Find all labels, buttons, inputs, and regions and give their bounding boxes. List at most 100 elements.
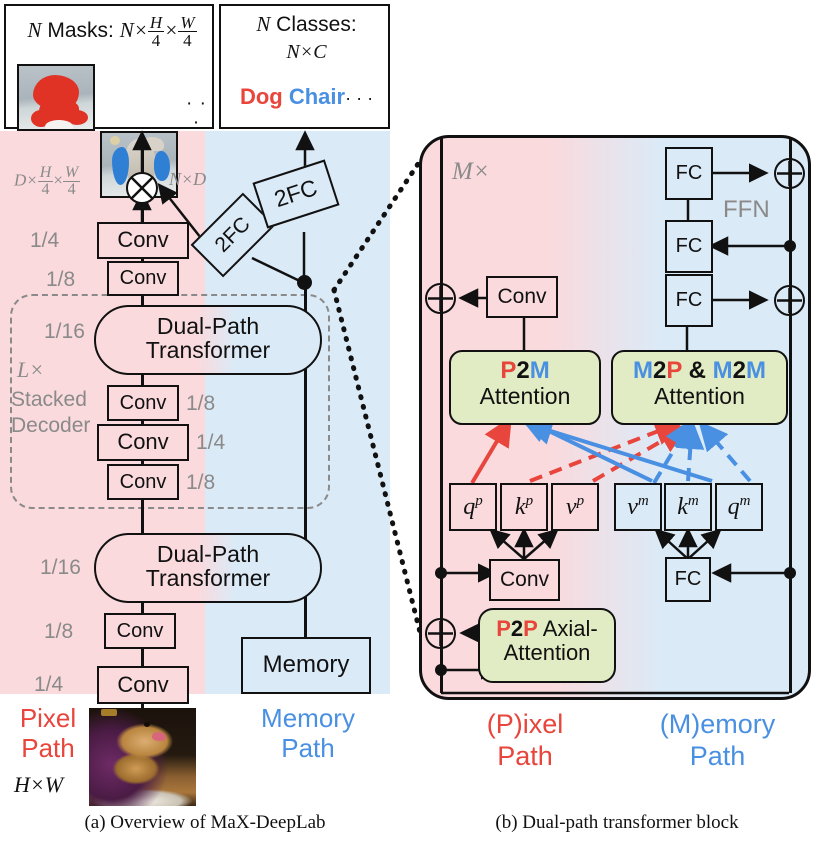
memory-path-label-line1: Memory <box>261 703 355 733</box>
m2pm-amp: & <box>681 357 713 384</box>
m2m-token-m2: M <box>745 357 766 384</box>
conv-1-8-top-label: Conv <box>119 267 167 290</box>
dual-path-transformer-upper-line2: Transformer <box>145 337 271 364</box>
memory-path-label-line2: Path <box>281 732 335 763</box>
scale-dec-1-4: 1/4 <box>196 431 226 454</box>
conv-qkv-label: Conv <box>499 568 550 592</box>
input-resolution-label: H×W <box>14 772 64 797</box>
classes-title-label: Classes: <box>270 13 357 36</box>
feature-frac2-num: W <box>62 164 81 182</box>
fc-ffn-bottom: FC <box>665 220 713 273</box>
dual-path-transformer-lower: Dual-Path Transformer <box>94 533 322 603</box>
residual-add-pixel-upper <box>425 283 456 314</box>
p2p-token-2: 2 <box>510 616 524 641</box>
p2p-rest: Axial- <box>537 616 598 641</box>
masks-title-n: N <box>27 18 42 43</box>
scale-1-16-lower: 1/16 <box>40 556 81 579</box>
masks-frac1-den: 4 <box>151 31 161 50</box>
masks-frac2-num: W <box>178 13 197 32</box>
p2p-attention-label: Attention <box>503 640 591 666</box>
m2p-token-m: M <box>633 357 654 384</box>
qkv-memory-k: km <box>664 483 712 531</box>
masks-shape-n: N× <box>119 18 148 43</box>
stacked-decoder-repeat: L× <box>17 357 45 382</box>
masks-ellipsis: · · · <box>186 93 207 134</box>
panel-b-memory-path-label: (M)emory Path <box>620 709 815 773</box>
pixel-rest: )ixel <box>513 709 564 739</box>
conv-1-4-top: Conv <box>97 222 189 259</box>
classes-title: N Classes: <box>221 12 392 36</box>
panel-b-pixel-path-line2: Path <box>497 740 553 771</box>
input-image-detail <box>89 708 196 806</box>
dual-path-transformer-lower-line2: Transformer <box>145 565 271 592</box>
feature-frac1-den: 4 <box>41 181 50 198</box>
qkv-memory-q-letter: q <box>727 494 740 521</box>
masks-title: N Masks: N× H 4 × W 4 <box>13 14 211 54</box>
panel-b-pixel-path-label: (P)ixel Path <box>440 709 610 773</box>
pixel-spine-dot-p2p <box>435 664 447 676</box>
conv-dec-1-8-label: Conv <box>119 391 167 414</box>
classes-output-box: N Classes: N×C Dog Chair· · · <box>219 4 390 129</box>
class-label-chair: Chair <box>288 84 346 109</box>
qkv-pixel-v: vp <box>551 483 599 531</box>
memory-spine-dot-ffn <box>784 240 796 252</box>
pixel-paren-open: ( <box>486 709 496 739</box>
memory-spine-dot-qkv <box>784 567 796 579</box>
memory-path-label: Memory Path <box>228 703 388 764</box>
pixel-path-label: Pixel Path <box>8 703 88 764</box>
class-label-dog: Dog <box>239 84 283 109</box>
conv-enc-1-8: Conv <box>104 613 176 649</box>
m2p-token-2: 2 <box>653 357 667 384</box>
qkv-pixel-k-letter: k <box>514 494 526 521</box>
feature-frac2-den: 4 <box>67 181 76 198</box>
qkv-memory-q: qm <box>715 483 763 531</box>
scale-1-16-upper: 1/16 <box>44 320 85 343</box>
memory-letter-m: M <box>668 709 692 739</box>
qkv-pixel-v-sup: p <box>576 493 585 510</box>
fc-ffn-bottom-label: FC <box>675 235 703 258</box>
panel-b-repeat: M× <box>452 158 490 185</box>
classes-title-n: N <box>256 12 271 36</box>
qkv-pixel-k: kp <box>500 483 548 531</box>
m2p-m2m-attention-label: Attention <box>654 383 745 410</box>
conv-1-4-top-label: Conv <box>117 227 169 253</box>
masks-title-label: Masks: <box>41 19 120 43</box>
panel-b-pixel-path-line1: (P)ixel <box>440 709 610 741</box>
classes-ellipsis: · · · <box>345 88 374 108</box>
p2m-token-m: M <box>529 357 550 384</box>
m2m-token-m1: M <box>712 357 733 384</box>
fc-ffn-top: FC <box>665 147 713 200</box>
dual-path-transformer-upper-line1: Dual-Path <box>156 313 260 339</box>
p2m-attention-label: Attention <box>479 383 571 410</box>
fc-qkv-projection: FC <box>665 557 711 602</box>
conv-enc-1-4-label: Conv <box>117 671 169 697</box>
qkv-pixel-q-sup: p <box>475 493 483 510</box>
residual-add-memory-upper <box>774 158 805 189</box>
memory-paren-open: ( <box>659 709 669 739</box>
m2m-token-2: 2 <box>732 357 746 384</box>
fc-2fc-upper-label: 2FC <box>271 174 321 213</box>
pixel-path-label-line1: Pixel <box>19 703 77 733</box>
qkv-memory-v-sup: m <box>637 493 649 510</box>
p2m-attention-block: P2M Attention <box>449 350 601 425</box>
conv-dec-1-4: Conv <box>97 424 189 461</box>
panel-b-memory-spine <box>789 138 792 693</box>
qkv-pixel-k-sup: p <box>525 493 534 510</box>
qkv-memory-k-letter: k <box>677 494 688 521</box>
memory-block-label: Memory <box>262 651 350 679</box>
scale-1-4-top: 1/4 <box>30 229 60 252</box>
fc-attention-out: FC <box>665 274 713 327</box>
conv-qkv-projection: Conv <box>489 559 560 601</box>
residual-add-memory-lower <box>774 285 805 316</box>
conv-enc-1-4: Conv <box>97 666 189 704</box>
pixel-feature-shape: D× H 4 × W 4 <box>14 164 81 198</box>
p2p-axial-attention-block: P2P Axial- Attention <box>478 608 616 683</box>
p2p-token-p1: P <box>496 616 511 641</box>
masks-times: × <box>164 18 179 43</box>
qkv-memory-k-sup: m <box>687 493 699 510</box>
pixel-path-label-line2: Path <box>21 732 75 763</box>
qkv-pixel-q-letter: q <box>463 494 476 521</box>
panel-b-caption: (b) Dual-path transformer block <box>495 812 739 833</box>
conv-attention-out-label: Conv <box>497 285 547 309</box>
qkv-memory-v-letter: v <box>627 494 638 521</box>
